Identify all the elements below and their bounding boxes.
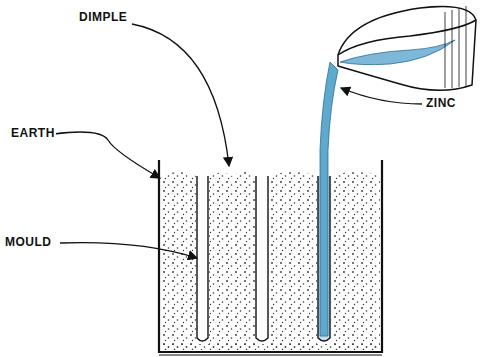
- mould-label: MOULD: [4, 235, 53, 249]
- container: [159, 160, 382, 355]
- ladle: [338, 6, 476, 90]
- leader-lines: [54, 24, 422, 258]
- zinc-label: ZINC: [425, 96, 457, 110]
- zinc-stream: [320, 62, 338, 336]
- earth-fill: [161, 171, 380, 350]
- earth-label: EARTH: [10, 126, 56, 140]
- dimple-label: DIMPLE: [78, 10, 128, 24]
- mould-slots: [197, 176, 330, 341]
